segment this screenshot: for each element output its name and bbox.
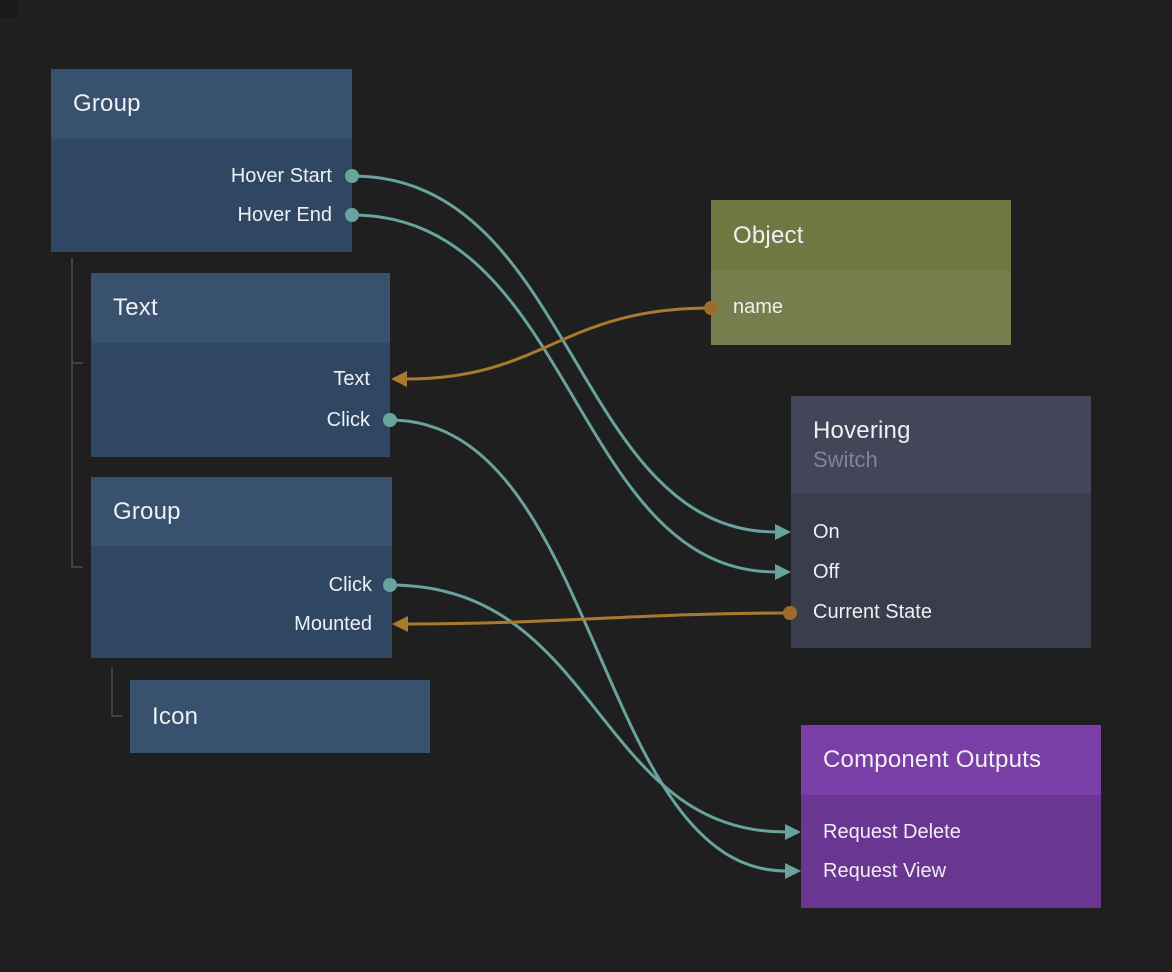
node-title: Icon <box>152 702 199 730</box>
port-label: Click <box>326 409 370 431</box>
node-title: Group <box>73 90 141 117</box>
node-title: Object <box>733 221 804 249</box>
port-label: Hover End <box>237 204 333 226</box>
port-current-state[interactable]: Current State <box>813 597 1071 627</box>
hierarchy-line-icon-child <box>111 667 122 717</box>
node-header: Hovering Switch <box>791 396 1091 493</box>
arrow-input-text-icon[interactable] <box>391 371 407 387</box>
node-subtitle: Switch <box>813 446 878 472</box>
node-body <box>791 493 1091 648</box>
node-group-inner[interactable]: Group Click Mounted <box>91 477 392 658</box>
node-header: Object <box>711 200 1011 271</box>
canvas-origin-corner <box>0 0 17 18</box>
connection-hover-start-to-on[interactable] <box>351 174 777 534</box>
port-hover-end[interactable]: Hover End <box>73 200 333 230</box>
arrow-input-on-icon[interactable] <box>775 524 791 540</box>
node-title: Hovering <box>813 416 911 444</box>
port-label: On <box>813 521 840 543</box>
port-name[interactable]: name <box>733 292 991 322</box>
node-title: Component Outputs <box>823 746 1042 773</box>
port-dot-current-state-icon[interactable] <box>783 606 797 620</box>
port-label: Click <box>328 574 372 596</box>
node-header: Group <box>91 477 392 546</box>
connection-current-state-to-mounted[interactable] <box>407 611 791 626</box>
connection-group-click-to-request-delete[interactable] <box>389 583 787 834</box>
node-text[interactable]: Text Text Click <box>91 273 390 457</box>
port-dot-text-click-icon[interactable] <box>383 413 397 427</box>
connection-text-click-to-request-view[interactable] <box>389 418 787 873</box>
arrow-input-off-icon[interactable] <box>775 564 791 580</box>
node-icon[interactable]: Icon <box>130 680 430 753</box>
port-hover-start[interactable]: Hover Start <box>73 161 332 191</box>
port-label: Off <box>813 561 840 583</box>
port-label: Mounted <box>294 613 372 635</box>
node-header: Text <box>91 273 390 343</box>
node-title: Text <box>113 294 158 321</box>
port-mounted[interactable]: Mounted <box>113 609 372 639</box>
node-body <box>91 343 390 457</box>
node-header: Group <box>51 69 352 139</box>
port-dot-hover-start-icon[interactable] <box>345 169 359 183</box>
port-on[interactable]: On <box>813 517 1071 547</box>
port-request-view[interactable]: Request View <box>823 856 1081 886</box>
port-label: Current State <box>813 601 932 623</box>
port-label: Text <box>333 368 370 390</box>
node-object[interactable]: Object name <box>711 200 1011 345</box>
connection-object-name-to-text-text[interactable] <box>405 306 712 381</box>
node-header: Component Outputs <box>801 725 1101 795</box>
hierarchy-line-group-children <box>71 258 83 568</box>
port-request-delete[interactable]: Request Delete <box>823 817 1081 847</box>
node-component-outputs[interactable]: Component Outputs Request Delete Request… <box>801 725 1101 908</box>
port-label: Request View <box>823 860 947 882</box>
port-click[interactable]: Click <box>113 570 372 600</box>
port-label: Request Delete <box>823 821 961 843</box>
connection-hover-end-to-off[interactable] <box>351 213 777 574</box>
node-body <box>801 795 1101 908</box>
arrow-input-request-delete-icon[interactable] <box>785 824 801 840</box>
node-group-top[interactable]: Group Hover Start Hover End <box>51 69 352 252</box>
arrow-input-mounted-icon[interactable] <box>392 616 408 632</box>
port-label: name <box>733 296 784 318</box>
arrow-input-request-view-icon[interactable] <box>785 863 801 879</box>
node-header: Icon <box>130 680 430 753</box>
port-dot-hover-end-icon[interactable] <box>345 208 359 222</box>
port-dot-object-name-icon[interactable] <box>704 301 718 315</box>
node-title: Group <box>113 497 181 525</box>
node-hovering-switch[interactable]: Hovering Switch On Off Current State <box>791 396 1091 648</box>
port-dot-group-click-icon[interactable] <box>383 578 397 592</box>
node-body <box>91 546 392 658</box>
node-body <box>711 271 1011 345</box>
port-click[interactable]: Click <box>113 405 370 435</box>
port-off[interactable]: Off <box>813 557 1071 587</box>
node-body <box>51 139 352 252</box>
port-label: Hover Start <box>230 165 332 187</box>
port-text[interactable]: Text <box>113 364 370 394</box>
